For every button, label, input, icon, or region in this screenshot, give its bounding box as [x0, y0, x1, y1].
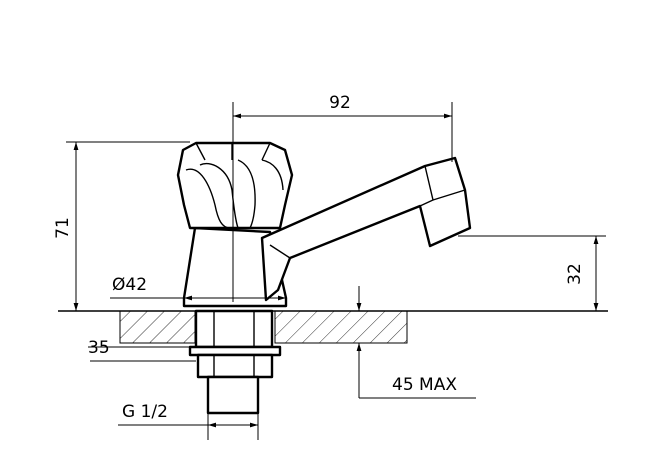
label-thread-length: 35: [88, 338, 110, 358]
dim-total-height: 71: [53, 141, 190, 311]
label-max-thickness: 45 MAX: [392, 375, 457, 395]
dim-thread-length: 35: [88, 338, 196, 362]
dim-thread-size: G 1/2: [118, 402, 259, 440]
dim-max-thickness: 45 MAX: [356, 286, 476, 399]
label-spout-height: 32: [565, 263, 585, 285]
faucet: [176, 141, 472, 415]
thread-stub: [206, 375, 260, 415]
label-total-height: 71: [53, 217, 73, 239]
countertop: [58, 310, 608, 344]
shank: [194, 309, 274, 349]
handle-knob: [176, 141, 294, 230]
dim-base-diameter: Ø42: [110, 275, 286, 301]
label-base-diameter: Ø42: [112, 275, 147, 295]
lock-nut: [196, 353, 274, 379]
dim-spout-height: 32: [458, 235, 606, 311]
label-thread-size: G 1/2: [122, 402, 168, 422]
label-spout-reach: 92: [329, 93, 351, 113]
faucet-spout: [260, 156, 472, 302]
dim-spout-reach: 92: [233, 93, 453, 162]
